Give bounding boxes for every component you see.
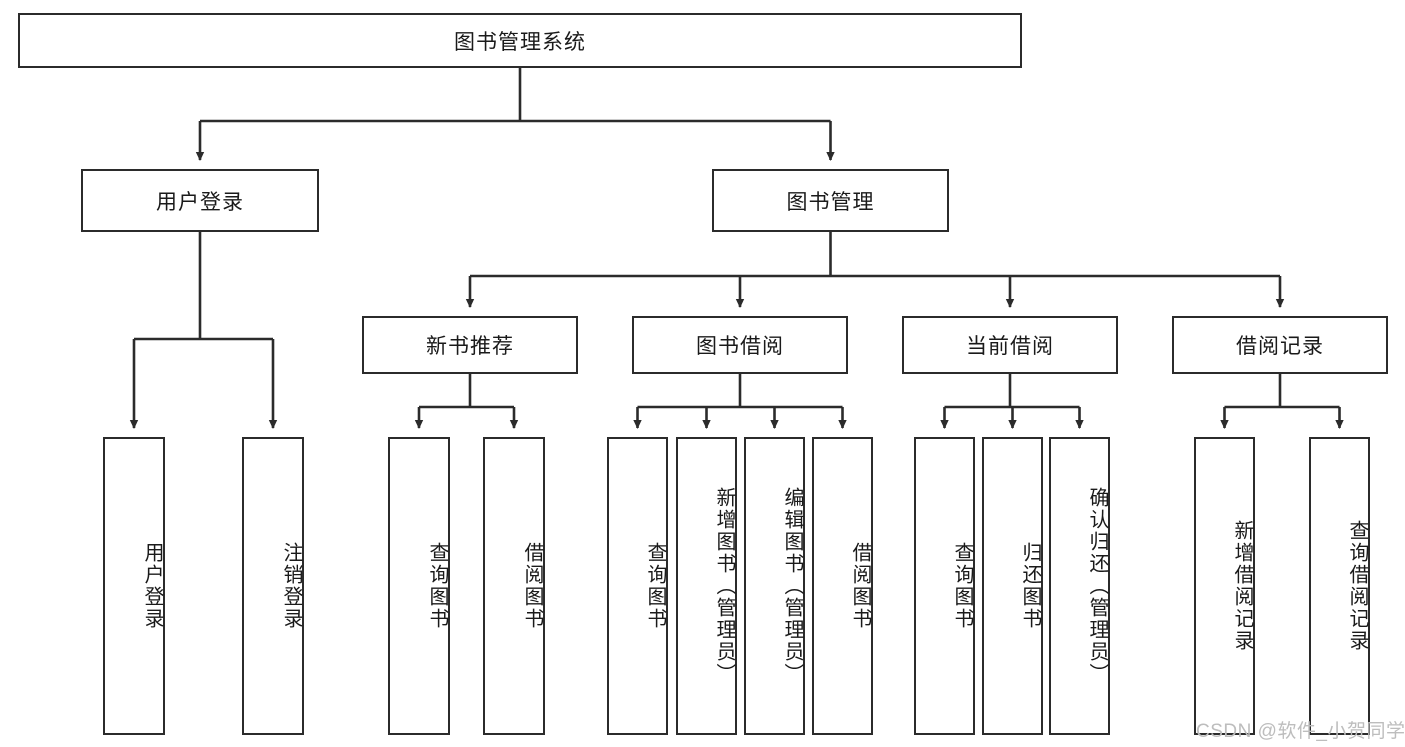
node-leaf-user-login[interactable]: 用户登录 (103, 437, 165, 735)
node-label: 查询图书 (951, 542, 973, 630)
node-leaf-query-book-borrow[interactable]: 查询图书 (607, 437, 668, 735)
node-label: 当前借阅 (966, 335, 1054, 358)
node-current-borrow[interactable]: 当前借阅 (902, 316, 1118, 374)
node-root[interactable]: 图书管理系统 (18, 13, 1022, 68)
node-leaf-edit-book[interactable]: 编辑图书（管理员） (744, 437, 805, 735)
node-label: 图书管理 (786, 190, 875, 214)
node-leaf-query-book-rec[interactable]: 查询图书 (388, 437, 450, 735)
node-label: 新增借阅记录 (1231, 520, 1253, 652)
node-leaf-borrow-book[interactable]: 借阅图书 (812, 437, 873, 735)
node-book-manage[interactable]: 图书管理 (712, 169, 949, 232)
node-borrow-record[interactable]: 借阅记录 (1172, 316, 1388, 374)
node-label: 借阅记录 (1236, 335, 1324, 358)
node-label: 用户登录 (156, 190, 244, 214)
node-label: 图书借阅 (696, 335, 784, 358)
node-label: 借阅图书 (521, 542, 543, 630)
node-leaf-query-book-cur[interactable]: 查询图书 (914, 437, 975, 735)
node-leaf-query-record[interactable]: 查询借阅记录 (1309, 437, 1370, 735)
node-label: 查询图书 (426, 542, 448, 630)
node-label: 图书管理系统 (454, 30, 586, 54)
node-label: 新增图书（管理员） (713, 487, 735, 685)
node-label: 用户登录 (141, 542, 163, 630)
node-leaf-add-record[interactable]: 新增借阅记录 (1194, 437, 1255, 735)
node-label: 查询图书 (644, 542, 666, 630)
node-leaf-add-book[interactable]: 新增图书（管理员） (676, 437, 737, 735)
node-leaf-logout[interactable]: 注销登录 (242, 437, 304, 735)
node-leaf-confirm-return[interactable]: 确认归还（管理员） (1049, 437, 1110, 735)
node-label: 归还图书 (1019, 542, 1041, 630)
node-label: 查询借阅记录 (1346, 520, 1368, 652)
node-label: 确认归还（管理员） (1086, 487, 1108, 685)
node-book-borrow[interactable]: 图书借阅 (632, 316, 848, 374)
node-label: 新书推荐 (426, 335, 514, 358)
node-label: 注销登录 (280, 542, 302, 630)
node-leaf-borrow-book-rec[interactable]: 借阅图书 (483, 437, 545, 735)
node-new-book-rec[interactable]: 新书推荐 (362, 316, 578, 374)
node-leaf-return-book[interactable]: 归还图书 (982, 437, 1043, 735)
csdn-watermark: CSDN @软件_小贺同学 (1196, 721, 1405, 742)
node-label: 借阅图书 (849, 542, 871, 630)
node-label: 编辑图书（管理员） (781, 487, 803, 685)
node-user-login[interactable]: 用户登录 (81, 169, 319, 232)
